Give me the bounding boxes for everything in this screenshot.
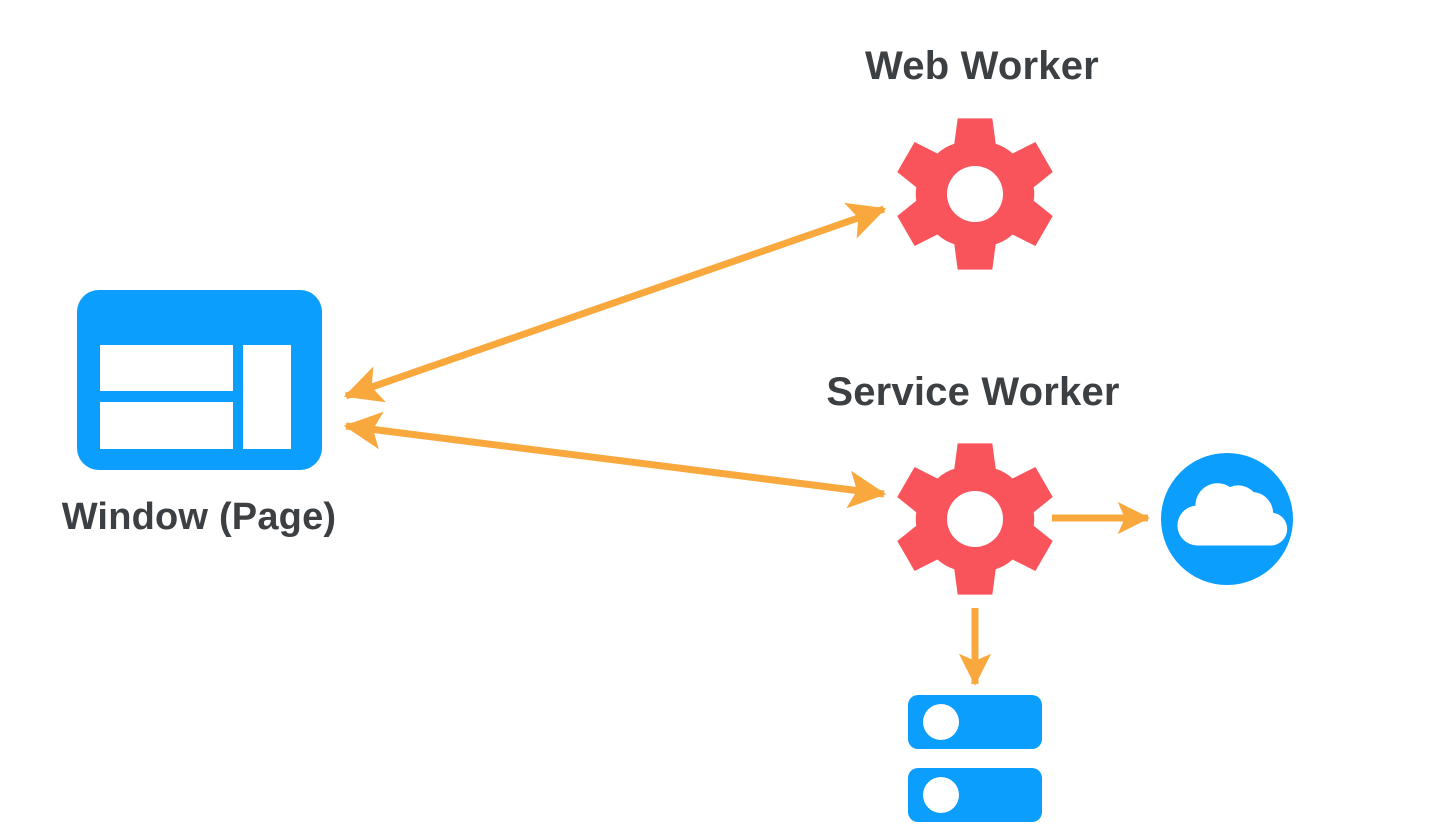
gear-icon (897, 443, 1053, 595)
node-window[interactable] (77, 290, 322, 470)
edge-window-service-worker (343, 411, 887, 509)
cloud-icon (1161, 453, 1293, 585)
browser-window-icon (77, 290, 322, 470)
node-web-worker[interactable] (897, 118, 1053, 270)
node-network[interactable] (1161, 453, 1293, 585)
edge-line (343, 411, 887, 509)
edge-window-web-worker (343, 202, 887, 403)
label-service-worker: Service Worker (826, 370, 1120, 414)
gear-icon (897, 118, 1053, 270)
node-cache-storage[interactable] (908, 695, 1042, 822)
label-window: Window (Page) (61, 496, 337, 538)
node-service-worker[interactable] (897, 443, 1053, 595)
database-icon (908, 695, 1042, 822)
label-web-worker: Web Worker (865, 44, 1099, 88)
edge-line (343, 202, 887, 403)
